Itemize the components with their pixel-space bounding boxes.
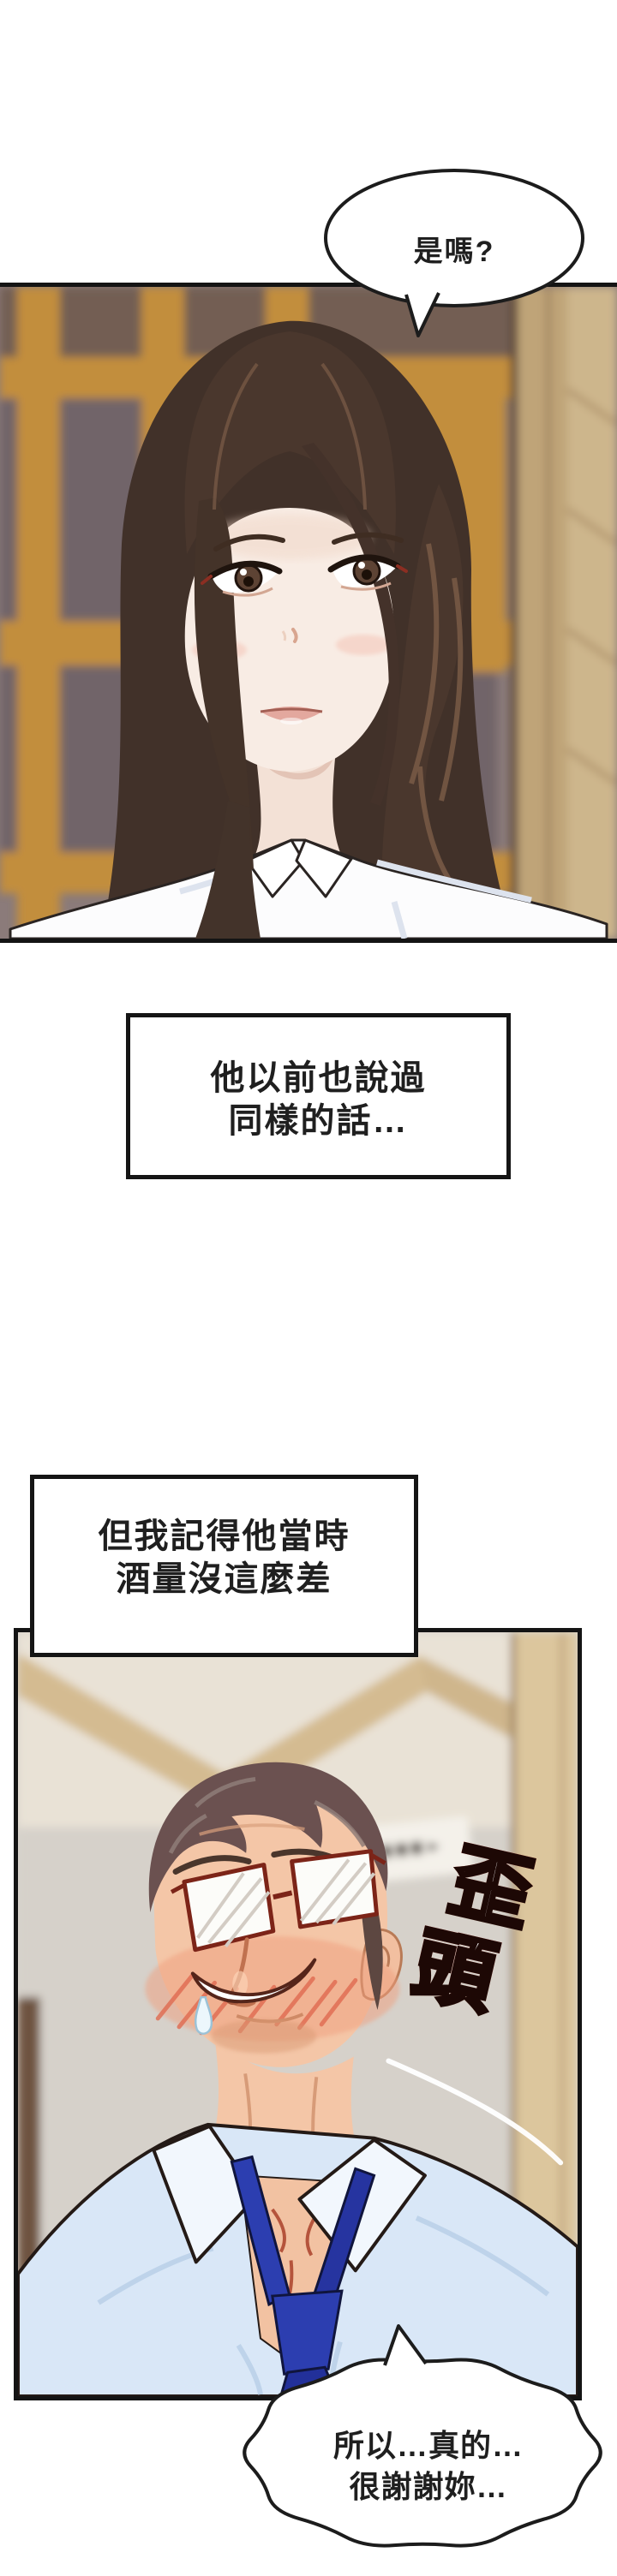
panel-woman <box>0 283 617 943</box>
woman-front-hair <box>184 331 396 554</box>
panel-woman-illustration <box>0 287 617 939</box>
speech-bubble-bottom-text: 所以…真的… 很謝謝妳… <box>257 2425 600 2507</box>
man-figure <box>18 1762 578 2396</box>
woman-shirt <box>9 838 608 939</box>
speech-bottom-line-1: 所以…真的… <box>332 2428 524 2463</box>
narration-box-1: 他以前也說過 同樣的話… <box>126 1013 511 1179</box>
man-brow-left <box>172 1855 252 1875</box>
narration-box-2-line-2: 酒量沒這麼差 <box>116 1560 332 1598</box>
bubble-spike <box>383 2324 428 2366</box>
woman-brow-right <box>332 532 404 545</box>
woman-ponytail <box>381 484 555 939</box>
narration-box-1-line-1: 他以前也說過 <box>210 1059 427 1097</box>
speech-bottom-line-2: 很謝謝妳… <box>349 2469 508 2504</box>
man-grin <box>190 1958 317 2004</box>
woman-neck <box>254 749 343 859</box>
woman-eye-left <box>201 560 283 597</box>
panel-man-illustration <box>18 1632 578 2396</box>
motion-swoosh <box>386 2058 564 2166</box>
woman-nose <box>291 628 298 643</box>
speech-bubble-top <box>324 169 584 337</box>
bubble-tail <box>404 292 440 337</box>
narration-box-1-line-2: 同樣的話… <box>228 1102 409 1140</box>
narration-box-2-line-1: 但我記得他當時 <box>98 1518 350 1555</box>
speech-bubble-top-text: 是嗎? <box>413 236 495 268</box>
collar-right <box>295 838 353 898</box>
woman-figure <box>9 320 608 939</box>
man-hair <box>148 1762 388 1913</box>
woman-lips <box>260 707 323 724</box>
drool-drop <box>194 1995 213 2035</box>
narration-box-2: 但我記得他當時 酒量沒這麼差 <box>30 1475 418 1657</box>
woman-brow-left <box>213 534 285 552</box>
woman-eye-right <box>327 554 408 591</box>
panel-man <box>14 1628 582 2400</box>
speech-bubble-bottom <box>243 2324 602 2548</box>
